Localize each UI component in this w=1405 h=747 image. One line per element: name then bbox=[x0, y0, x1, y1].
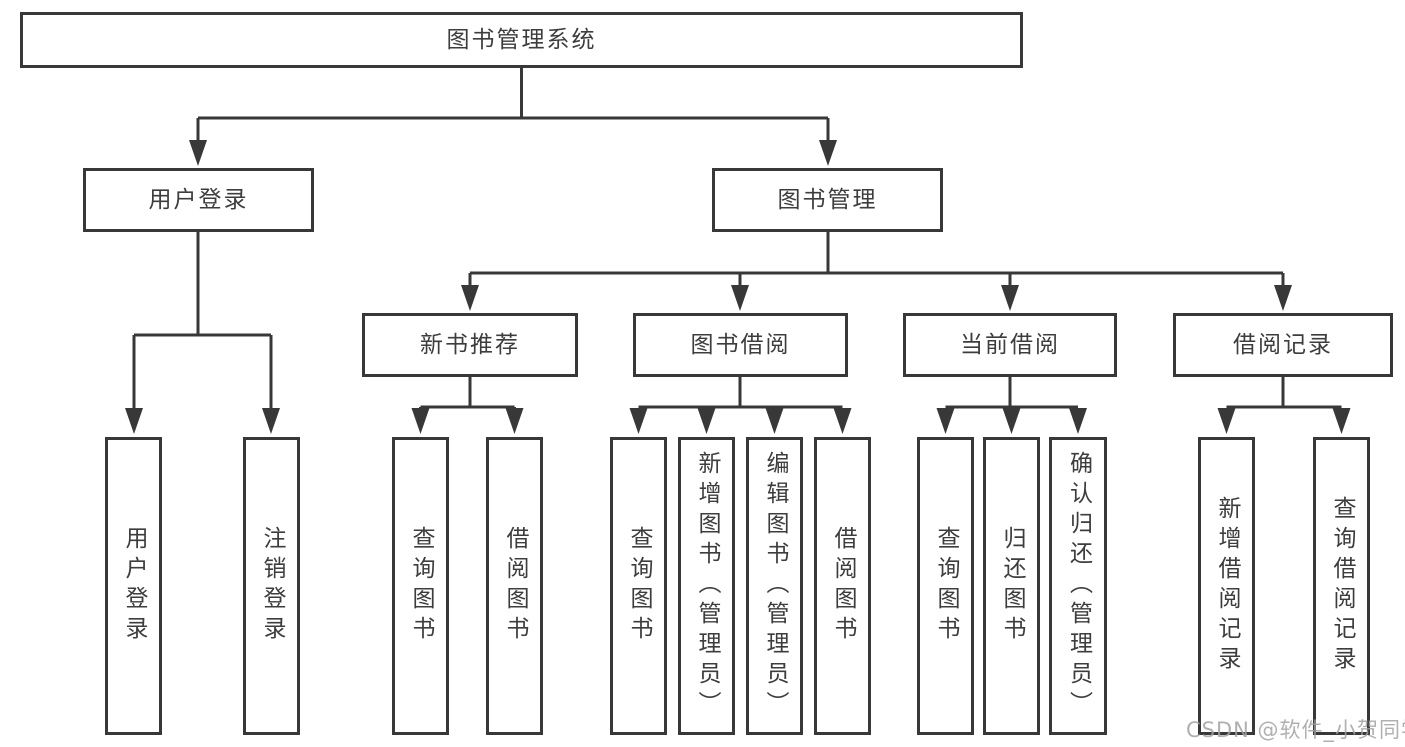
node-borrow-records: 借阅记录 bbox=[1173, 313, 1393, 377]
node-user-login: 用户登录 bbox=[83, 168, 314, 232]
connector-current-borrow-children bbox=[936, 377, 1087, 434]
node-leaf-nbr-query: 查询图书 bbox=[392, 437, 449, 735]
node-leaf-br-add: 新增借阅记录 bbox=[1198, 437, 1255, 735]
connector-book-borrow-children bbox=[629, 377, 852, 434]
node-book-mgmt: 图书管理 bbox=[712, 168, 943, 232]
csdn-watermark: CSDN @软件_小贺同学 bbox=[1186, 718, 1405, 742]
node-leaf-bb-query: 查询图书 bbox=[610, 437, 667, 735]
node-book-borrow: 图书借阅 bbox=[633, 313, 848, 377]
node-leaf-cb-query: 查询图书 bbox=[917, 437, 974, 735]
node-current-borrow: 当前借阅 bbox=[903, 313, 1117, 377]
connector-book-mgmt-children bbox=[461, 232, 1292, 311]
node-leaf-nbr-borrow: 借阅图书 bbox=[486, 437, 543, 735]
node-new-book-rec: 新书推荐 bbox=[362, 313, 578, 377]
node-leaf-bb-edit: 编辑图书（管理员） bbox=[746, 437, 803, 735]
connector-new-book-rec-children bbox=[411, 377, 524, 434]
connector-user-login-children bbox=[125, 232, 280, 434]
node-leaf-cb-return: 归还图书 bbox=[983, 437, 1040, 735]
node-leaf-bb-borrow: 借阅图书 bbox=[814, 437, 871, 735]
node-leaf-br-query: 查询借阅记录 bbox=[1313, 437, 1370, 735]
node-root: 图书管理系统 bbox=[20, 12, 1023, 68]
connector-root-to-level2 bbox=[189, 68, 837, 166]
node-leaf-user-login: 用户登录 bbox=[105, 437, 162, 735]
connector-borrow-records-children bbox=[1217, 377, 1351, 434]
node-leaf-bb-add: 新增图书（管理员） bbox=[678, 437, 735, 735]
node-leaf-logout: 注销登录 bbox=[243, 437, 300, 735]
node-leaf-cb-confirm: 确认归还（管理员） bbox=[1049, 437, 1107, 735]
